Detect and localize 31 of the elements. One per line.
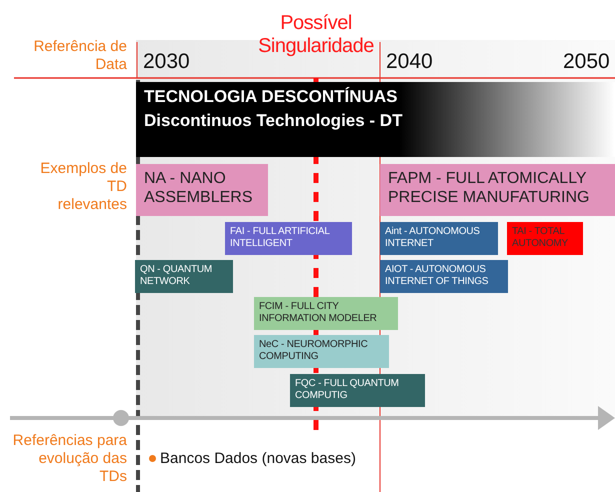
band-subtitle: Discontinuos Technologies - DT	[144, 111, 404, 131]
technology-box	[136, 164, 268, 216]
row-heading: Referências para evolução das TDs	[12, 432, 127, 486]
year-label: 2050	[563, 50, 610, 74]
box-text: AIOT - AUTONOMOUS INTERNET OF THINGS	[385, 264, 490, 288]
row-heading: Exemplos de TD relevantes	[40, 160, 127, 214]
technology-box	[254, 297, 398, 330]
technology-box	[254, 335, 389, 368]
box-text: FCIM - FULL CITY INFORMATION MODELER	[259, 301, 378, 325]
list-item: Bancos Dados (novas bases)	[160, 450, 356, 467]
box-text: TAI - TOTAL AUTONOMY	[512, 226, 569, 250]
technology-box	[380, 222, 498, 255]
band-title: TECNOLOGIA DESCONTÍNUAS	[144, 87, 398, 107]
technology-box	[380, 164, 615, 216]
year-label: 2040	[386, 50, 433, 74]
singularity-label: Possível Singularidade	[257, 12, 375, 58]
box-text: FQC - FULL QUANTUM COMPUTIG	[295, 378, 400, 402]
technology-box	[225, 222, 352, 255]
box-text: FAPM - FULL ATOMICALLY PRECISE MANUFATURING	[388, 169, 590, 207]
technology-box	[290, 374, 425, 407]
technology-box	[135, 260, 233, 293]
year-label: 2030	[143, 50, 190, 74]
box-text: NA - NANO ASSEMBLERS	[144, 169, 254, 207]
box-text: FAI - FULL ARTIFICIAL INTELLIGENT	[230, 226, 331, 250]
title-band	[136, 82, 615, 157]
technology-box	[380, 260, 508, 293]
box-text: NeC - NEUROMORPHIC COMPUTING	[259, 339, 369, 363]
technology-box	[507, 222, 583, 255]
axis-heading: Referência de Data	[32, 38, 127, 74]
box-text: QN - QUANTUM NETWORK	[140, 264, 214, 288]
box-text: Aint - AUTONOMOUS INTERNET	[385, 226, 481, 250]
